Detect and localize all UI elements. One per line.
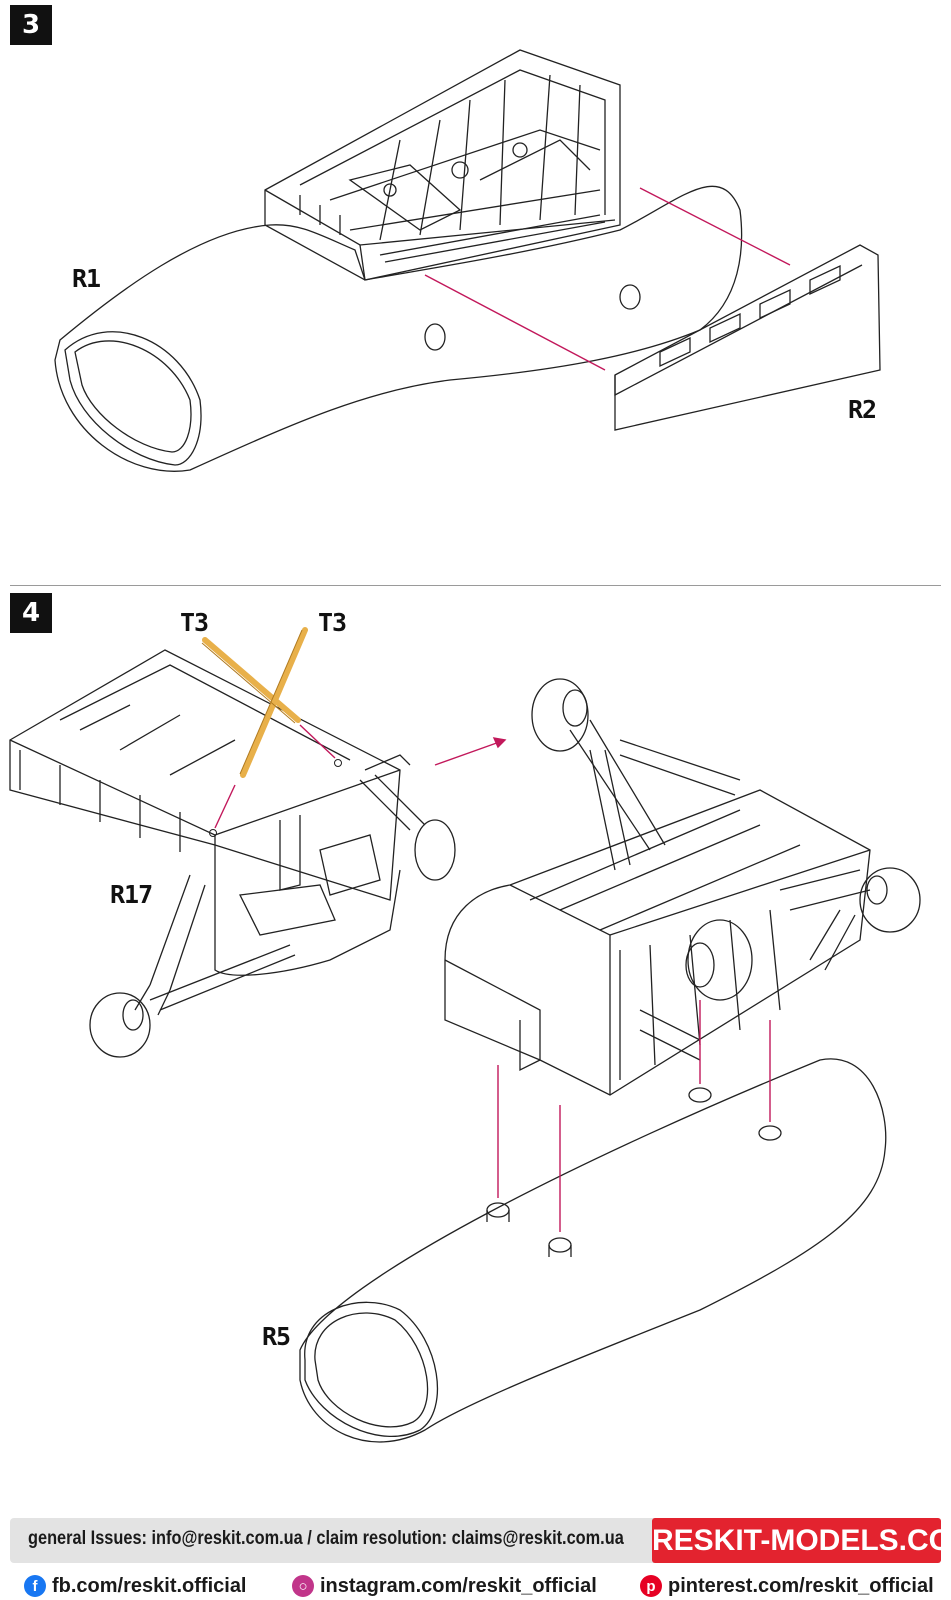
part-label-r17: R17 xyxy=(110,880,153,909)
brand-website-link[interactable]: RESKIT-MODELS.COM xyxy=(652,1518,941,1563)
pinterest-icon: p xyxy=(640,1575,662,1597)
part-label-r5: R5 xyxy=(262,1322,291,1351)
part-label-t3: T3 xyxy=(180,608,209,637)
pinterest-url: pinterest.com/reskit_official xyxy=(668,1574,934,1597)
step-4-illustration xyxy=(9,627,921,1443)
step-number-badge: 4 xyxy=(10,593,52,633)
part-label-r2: R2 xyxy=(848,395,877,424)
instagram-link[interactable]: ○ instagram.com/reskit_official xyxy=(292,1574,597,1598)
part-label-r1: R1 xyxy=(72,264,101,293)
facebook-icon: f xyxy=(24,1575,46,1597)
pinterest-link[interactable]: p pinterest.com/reskit_official xyxy=(640,1574,934,1598)
instagram-icon: ○ xyxy=(292,1575,314,1597)
facebook-url: fb.com/reskit.official xyxy=(52,1574,247,1597)
facebook-link[interactable]: f fb.com/reskit.official xyxy=(24,1574,247,1598)
step-number-badge: 3 xyxy=(10,5,52,45)
step-3-illustration xyxy=(54,49,881,472)
part-label-t3: T3 xyxy=(318,608,347,637)
section-divider xyxy=(10,585,941,586)
footer-contact-text: general Issues: info@reskit.com.ua / cla… xyxy=(28,1528,624,1549)
instagram-url: instagram.com/reskit_official xyxy=(320,1574,597,1597)
